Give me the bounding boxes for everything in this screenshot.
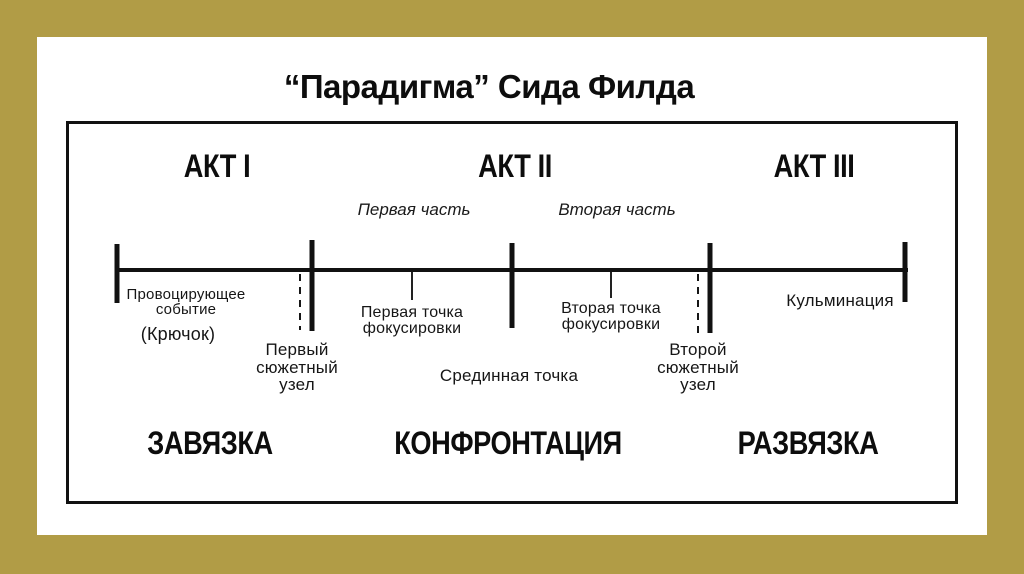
timeline-start-cap xyxy=(114,244,120,303)
diagram-title: “Парадигма” Сида Филда xyxy=(283,68,695,105)
focus-point-1-tick xyxy=(411,272,413,300)
plot-node-1-label: Первый сюжетный узел xyxy=(256,340,338,394)
act-1-header: АКТ I xyxy=(183,148,251,184)
plot-node-1-marker xyxy=(309,240,315,331)
midpoint-label: Срединная точка xyxy=(439,366,579,385)
hook-label: (Крючок) xyxy=(140,324,216,344)
plot-node-2-label: Второй сюжетный узел xyxy=(657,340,739,394)
midpoint-marker xyxy=(509,243,515,328)
resolution-label: РАЗВЯЗКА xyxy=(737,425,879,461)
focus-point-1-label: Первая точка фокусировки xyxy=(360,304,464,337)
act2-second-part-label: Вторая часть xyxy=(558,200,676,219)
confrontation-label: КОНФРОНТАЦИЯ xyxy=(394,425,622,461)
plot-node-2-dashed-line xyxy=(697,274,699,333)
climax-label: Кульминация xyxy=(786,291,894,310)
plot-node-2-marker xyxy=(707,243,713,333)
focus-point-2-tick xyxy=(610,272,612,298)
setup-label: ЗАВЯЗКА xyxy=(147,425,273,461)
focus-point-2-label: Вторая точка фокусировки xyxy=(561,300,661,333)
plot-node-1-dashed-line xyxy=(299,274,301,330)
timeline-end-cap xyxy=(902,242,908,302)
act-2-header: АКТ II xyxy=(478,148,552,184)
act-3-header: АКТ III xyxy=(773,148,855,184)
inciting-event-label: Провоцирующее событие xyxy=(126,286,246,318)
act2-first-part-label: Первая часть xyxy=(357,200,471,219)
